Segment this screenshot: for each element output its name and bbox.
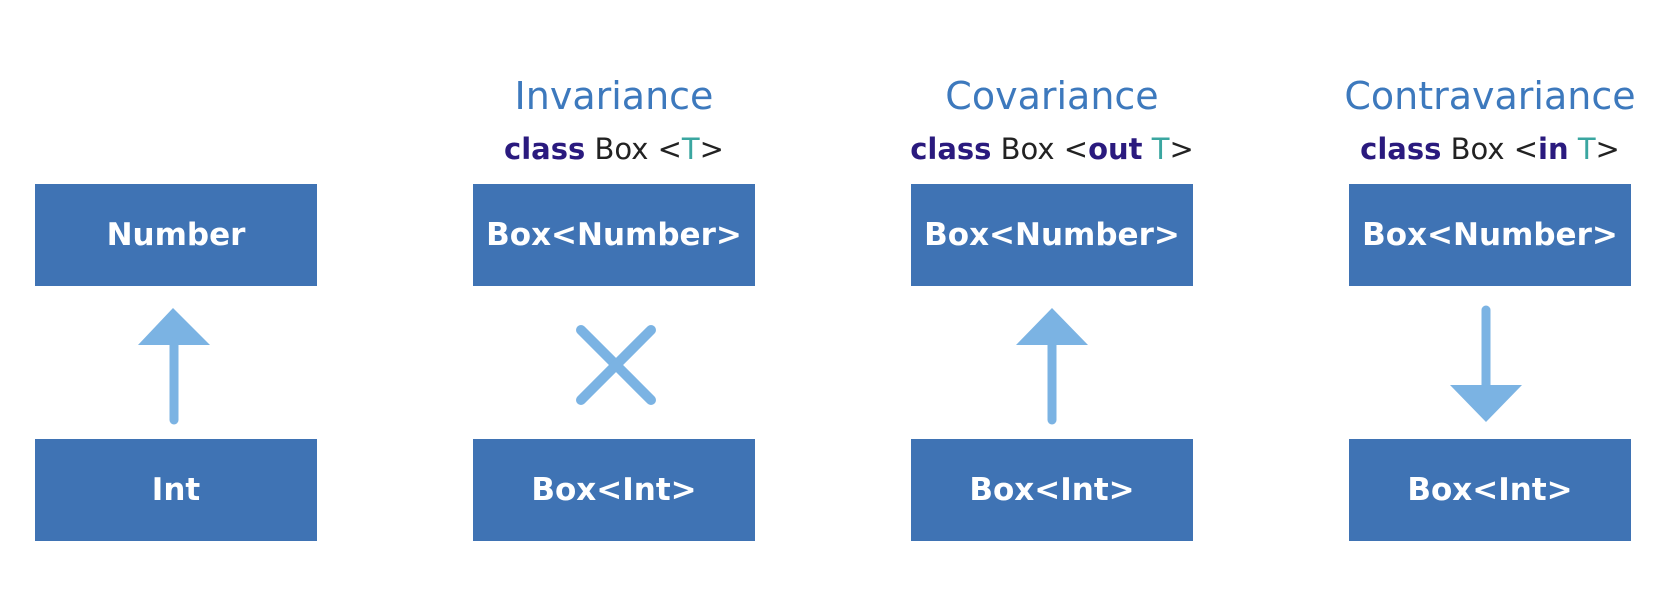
type-parameter: T [1568, 132, 1596, 166]
type-box-top: Box<Number> [911, 184, 1193, 286]
type-box-top: Box<Number> [1349, 184, 1631, 286]
class-keyword: class [910, 132, 992, 166]
type-box-bottom: Box<Int> [473, 439, 755, 541]
class-declaration: class Box <T> [433, 132, 795, 166]
class-declaration: class Box <in T> [1309, 132, 1671, 166]
class-keyword: class [504, 132, 586, 166]
type-box-top: Box<Number> [473, 184, 755, 286]
panel-covariance: Covariance class Box <out T> Box<Number>… [910, 0, 1194, 592]
panel-subtyping: Number Int [35, 0, 317, 592]
up-arrow-icon [1016, 308, 1088, 425]
down-arrow-icon [1450, 305, 1522, 422]
class-keyword: class [1360, 132, 1442, 166]
declaration-close: > [1595, 132, 1620, 166]
panel-title: Contravariance [1344, 74, 1636, 118]
type-box-bottom: Box<Int> [911, 439, 1193, 541]
panel-invariance: Invariance class Box <T> Box<Number> Box… [473, 0, 755, 592]
declaration-close: > [1169, 132, 1194, 166]
cross-icon [576, 325, 656, 405]
class-name: Box < [585, 132, 682, 166]
type-box-top: Number [35, 184, 317, 286]
class-name: Box < [1441, 132, 1539, 166]
type-box-bottom: Int [35, 439, 317, 541]
variance-modifier: in [1538, 132, 1569, 166]
panel-title: Covariance [945, 74, 1159, 118]
declaration-close: > [699, 132, 724, 166]
class-declaration: class Box <out T> [871, 132, 1233, 166]
up-arrow-icon [138, 308, 210, 425]
class-name: Box < [991, 132, 1089, 166]
type-parameter: T [1142, 132, 1170, 166]
panel-contravariance: Contravariance class Box <in T> Box<Numb… [1344, 0, 1636, 592]
variance-modifier: out [1088, 132, 1143, 166]
type-parameter: T [681, 132, 700, 166]
type-box-bottom: Box<Int> [1349, 439, 1631, 541]
panel-title: Invariance [514, 74, 714, 118]
